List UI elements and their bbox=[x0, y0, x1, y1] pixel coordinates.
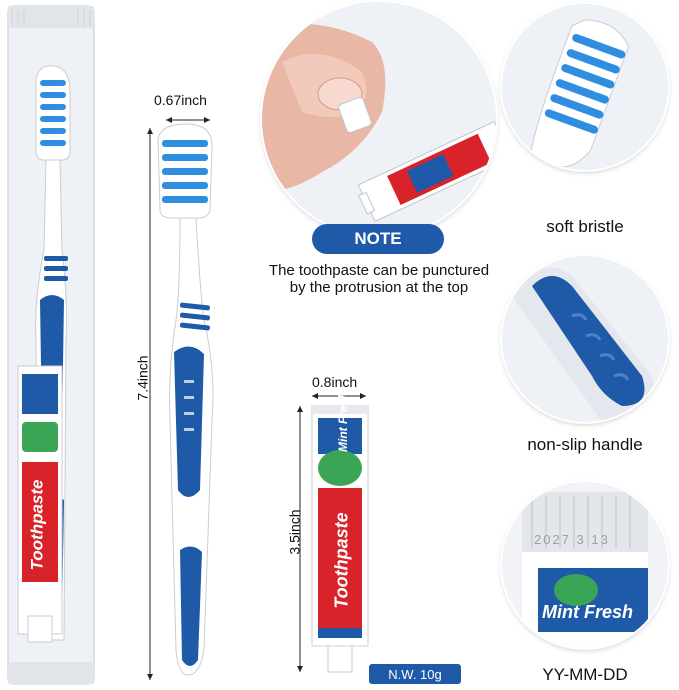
packaged-toothbrush: Toothpaste bbox=[0, 0, 100, 690]
brush-length-label: 7.4inch bbox=[134, 355, 151, 401]
soft-bristle-circle bbox=[502, 4, 668, 170]
tube-flavor-text: Mint Fresh bbox=[336, 391, 350, 452]
flavor-line1: Mint bbox=[336, 427, 350, 452]
tube-length-label: 3.5inch bbox=[286, 509, 303, 555]
crimp-code-text: 2027 3 13 bbox=[534, 532, 610, 547]
circle-flavor-line2: Fresh bbox=[584, 602, 634, 622]
tube-width-label: 0.8inch bbox=[312, 374, 358, 390]
date-code-caption: YY-MM-DD bbox=[542, 665, 628, 684]
toothpaste-dimension-diagram: 0.8inch 3.5inch Mint Fresh Toothpaste bbox=[286, 372, 470, 688]
circle-flavor-text: Mint Fresh bbox=[542, 602, 633, 623]
net-weight-badge: N.W. 10g bbox=[369, 664, 461, 684]
head-width-label: 0.67inch bbox=[154, 92, 207, 108]
toothbrush-dimension-diagram: 0.67inch 7.4inch bbox=[135, 90, 240, 690]
circle-flavor-line1: Mint bbox=[542, 602, 579, 622]
date-code-circle: 2027 3 13 Mint Fresh bbox=[502, 482, 668, 648]
note-circle-image bbox=[262, 2, 496, 236]
non-slip-handle-circle bbox=[502, 256, 668, 422]
note-text: The toothpaste can be punctured by the p… bbox=[268, 262, 490, 296]
packet-tube-brand-text: Toothpaste bbox=[27, 479, 47, 571]
tube-brand-text: Toothpaste bbox=[331, 512, 352, 609]
note-badge: NOTE bbox=[312, 224, 444, 254]
soft-bristle-caption: soft bristle bbox=[546, 217, 624, 236]
non-slip-handle-caption: non-slip handle bbox=[527, 435, 643, 454]
flavor-line2: Fresh bbox=[336, 391, 350, 424]
